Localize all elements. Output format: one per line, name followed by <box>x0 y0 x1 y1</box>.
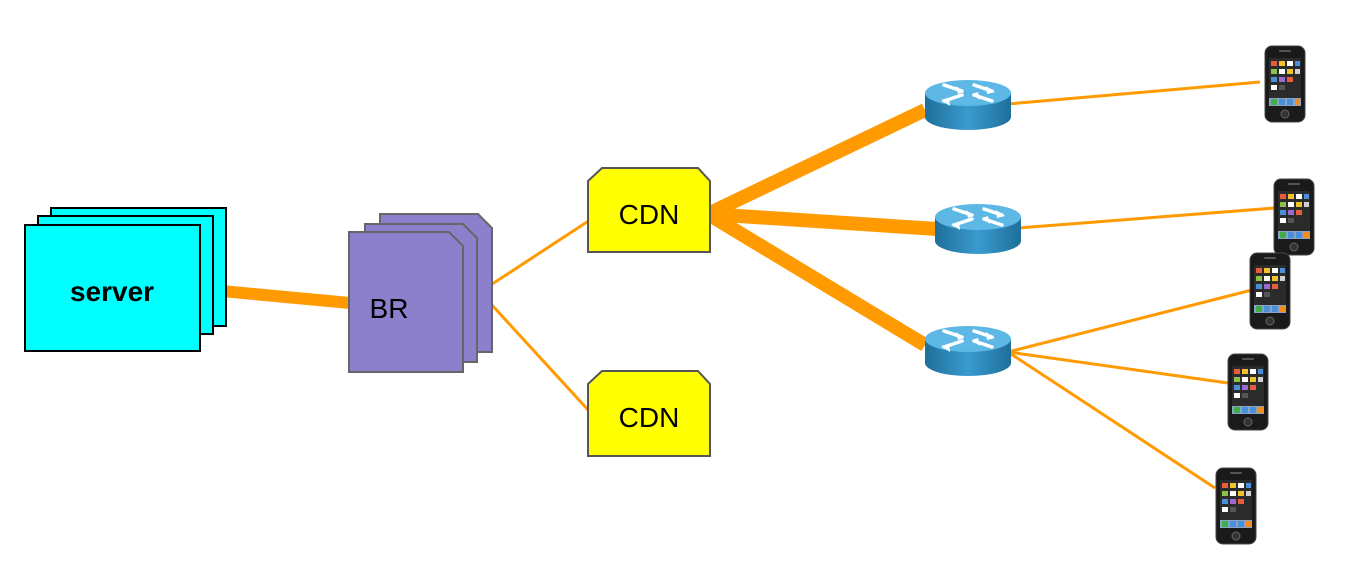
smartphone-icon <box>1227 353 1269 431</box>
links <box>199 80 1276 490</box>
cdn-node-top: CDN <box>587 167 711 253</box>
br-label: BR <box>370 293 409 324</box>
cdn-bottom-label: CDN <box>619 402 680 433</box>
link-router3-phone4 <box>1007 350 1229 385</box>
cdn-top-label: CDN <box>619 199 680 230</box>
link-br-cdn-bottom <box>478 290 592 414</box>
router-icon <box>923 78 1013 132</box>
smartphone-icon <box>1273 178 1315 256</box>
link-router2-phone2 <box>1017 206 1276 230</box>
link-cdn-router-1 <box>704 103 929 221</box>
server-node: server <box>24 207 227 352</box>
br-node: BR <box>348 213 493 373</box>
link-router3-phone5 <box>1007 350 1216 490</box>
link-cdn-router-2 <box>707 207 938 236</box>
cdn-node-bottom: CDN <box>587 370 711 457</box>
smartphone-icon <box>1249 252 1291 330</box>
server-label: server <box>70 276 154 307</box>
router-icon <box>923 324 1013 378</box>
link-router1-phone1 <box>1007 80 1261 106</box>
link-router3-phone3 <box>1007 288 1253 354</box>
link-cdn-router-3 <box>704 208 929 351</box>
smartphone-icon <box>1264 45 1306 123</box>
link-br-cdn-top <box>479 218 591 294</box>
smartphone-icon <box>1215 467 1257 545</box>
router-icon <box>933 202 1023 256</box>
